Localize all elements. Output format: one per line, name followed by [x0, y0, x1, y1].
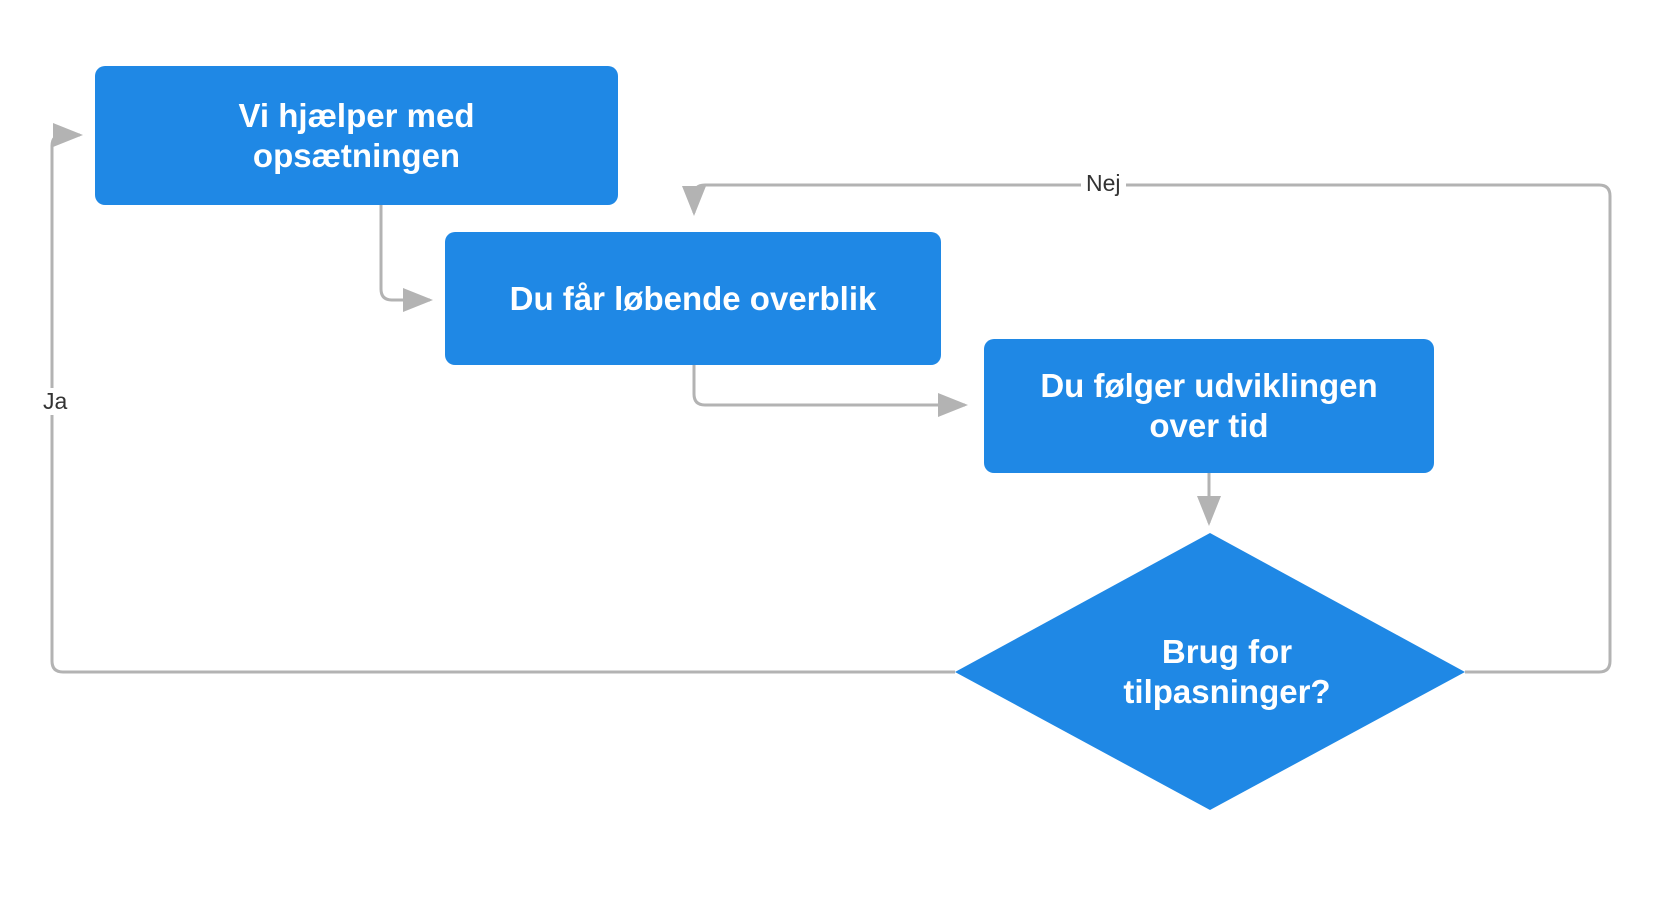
- node-label: Du følger udviklingen over tid: [1040, 366, 1377, 445]
- edge-label-ja: Ja: [38, 388, 73, 415]
- node-label-line-1: Brug for: [1161, 632, 1293, 670]
- node-label: Brug for tilpasninger?: [1123, 632, 1330, 711]
- node-label-line-1: Vi hjælper med: [238, 96, 475, 134]
- node-label-line-2: opsætningen: [252, 136, 461, 174]
- node-label-line-1: Du får løbende overblik: [509, 279, 877, 317]
- edge-n2-to-n3: [692, 365, 968, 417]
- node-vi-hjaelper-med-opsaetningen[interactable]: Vi hjælper med opsætningen: [95, 66, 618, 205]
- edge-label-nej: Nej: [1081, 170, 1126, 197]
- node-label-line-2: over tid: [1149, 407, 1269, 444]
- node-du-foelger-udviklingen-over-tid[interactable]: Du følger udviklingen over tid: [984, 339, 1434, 473]
- node-label-line-2: tilpasninger?: [1123, 672, 1331, 710]
- diamond-shape: [955, 533, 1465, 810]
- edge-n1-to-n2: [379, 205, 433, 312]
- edge-n4-to-n2-nej: [682, 183, 1612, 674]
- node-label: Du får løbende overblik: [510, 279, 877, 319]
- node-brug-for-tilpasninger[interactable]: Brug for tilpasninger?: [955, 533, 1465, 810]
- node-label: Vi hjælper med opsætningen: [239, 96, 475, 175]
- node-du-faar-loebende-overblik[interactable]: Du får løbende overblik: [445, 232, 941, 365]
- node-label-line-1: Du følger udviklingen: [1040, 367, 1378, 405]
